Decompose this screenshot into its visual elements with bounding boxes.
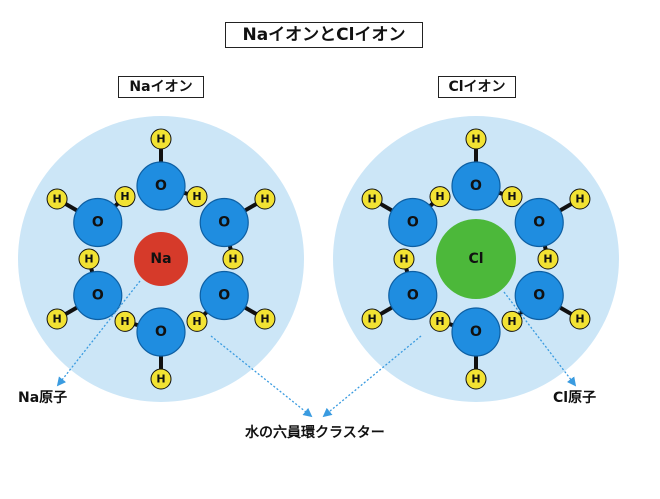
oxygen-atom bbox=[136, 161, 186, 211]
hydrogen-atom bbox=[78, 248, 100, 270]
hydrogen-atom bbox=[393, 248, 415, 270]
hydrogen-atom bbox=[569, 308, 591, 330]
oxygen-label: O bbox=[407, 288, 419, 304]
cl-atom-pointer bbox=[503, 291, 577, 387]
hydrogen-atom bbox=[46, 188, 68, 210]
hydrogen-atom bbox=[361, 308, 383, 330]
hydrogen-label: H bbox=[260, 313, 269, 326]
hydrogen-label: H bbox=[507, 315, 516, 328]
hydrogen-atom bbox=[186, 186, 208, 208]
diagram-title: NaイオンとClイオン bbox=[225, 22, 423, 48]
hydrogen-label: H bbox=[435, 190, 444, 203]
hydrogen-atom bbox=[254, 188, 276, 210]
hydrogen-atom bbox=[501, 186, 523, 208]
hydrogen-label: H bbox=[471, 133, 480, 146]
hydrogen-label: H bbox=[367, 313, 376, 326]
hydrogen-label: H bbox=[84, 253, 93, 266]
hydrogen-label: H bbox=[120, 315, 129, 328]
hydrogen-atom bbox=[254, 308, 276, 330]
hydrogen-label: H bbox=[543, 253, 552, 266]
oxygen-atom bbox=[388, 197, 438, 248]
oxygen-atom bbox=[451, 307, 501, 357]
cl-atom-label: Cl原子 bbox=[553, 390, 597, 406]
hydrogen-label: H bbox=[471, 373, 480, 386]
hydrogen-atom bbox=[361, 188, 383, 210]
hydrogen-atom bbox=[429, 310, 451, 332]
oxygen-label: O bbox=[533, 215, 545, 231]
oxygen-label: O bbox=[218, 288, 230, 304]
hydrogen-label: H bbox=[575, 193, 584, 206]
oxygen-label: O bbox=[92, 215, 104, 231]
oxygen-label: O bbox=[155, 178, 167, 194]
oxygen-atom bbox=[73, 270, 123, 321]
oxygen-label: O bbox=[407, 215, 419, 231]
oxygen-atom bbox=[73, 197, 123, 248]
hydrogen-label: H bbox=[228, 253, 237, 266]
hydrogen-label: H bbox=[507, 190, 516, 203]
ion-label-na: Na bbox=[150, 251, 171, 267]
hydrogen-label: H bbox=[575, 313, 584, 326]
hydrogen-atom bbox=[114, 186, 136, 208]
oxygen-label: O bbox=[218, 215, 230, 231]
hydrogen-atom bbox=[114, 310, 136, 332]
oxygen-label: O bbox=[155, 324, 167, 340]
cl-ion-heading: Clイオン bbox=[438, 76, 516, 98]
hydrogen-atom bbox=[46, 308, 68, 330]
hydrogen-label: H bbox=[192, 190, 201, 203]
oxygen-label: O bbox=[470, 324, 482, 340]
oxygen-atom bbox=[388, 270, 438, 321]
hydrogen-atom bbox=[465, 128, 487, 150]
oxygen-atom bbox=[451, 161, 501, 211]
hydrogen-atom bbox=[150, 128, 172, 150]
hydrogen-atom bbox=[222, 248, 244, 270]
hydrogen-label: H bbox=[367, 193, 376, 206]
cluster-pointer-na bbox=[210, 335, 313, 418]
hydrogen-label: H bbox=[52, 193, 61, 206]
hydrogen-label: H bbox=[260, 193, 269, 206]
hydrogen-atom bbox=[429, 186, 451, 208]
oxygen-label: O bbox=[470, 178, 482, 194]
hydrogen-label: H bbox=[435, 315, 444, 328]
hydrogen-label: H bbox=[192, 315, 201, 328]
hydrogen-atom bbox=[569, 188, 591, 210]
oxygen-label: O bbox=[533, 288, 545, 304]
na-ion-heading: Naイオン bbox=[118, 76, 204, 98]
hydrogen-atom bbox=[186, 310, 208, 332]
oxygen-atom bbox=[199, 270, 249, 321]
ion-na bbox=[134, 232, 188, 286]
cluster-pointer-cl bbox=[322, 335, 422, 418]
hydrogen-atom bbox=[150, 368, 172, 390]
hydrogen-label: H bbox=[120, 190, 129, 203]
oxygen-atom bbox=[199, 197, 249, 248]
ion-cl bbox=[436, 219, 516, 299]
hexagonal-water-cluster-label: 水の六員環クラスター bbox=[245, 425, 385, 441]
ion-label-cl: Cl bbox=[468, 251, 483, 267]
oxygen-label: O bbox=[92, 288, 104, 304]
hydrogen-label: H bbox=[399, 253, 408, 266]
na-atom-label: Na原子 bbox=[18, 390, 68, 406]
hydrogen-atom bbox=[501, 310, 523, 332]
hydrogen-label: H bbox=[52, 313, 61, 326]
hydrogen-label: H bbox=[156, 373, 165, 386]
oxygen-atom bbox=[136, 307, 186, 357]
oxygen-atom bbox=[514, 270, 564, 321]
hydrogen-atom bbox=[537, 248, 559, 270]
hydrogen-atom bbox=[465, 368, 487, 390]
oxygen-atom bbox=[514, 197, 564, 248]
pointer-arrows bbox=[56, 280, 577, 418]
hydrogen-label: H bbox=[156, 133, 165, 146]
